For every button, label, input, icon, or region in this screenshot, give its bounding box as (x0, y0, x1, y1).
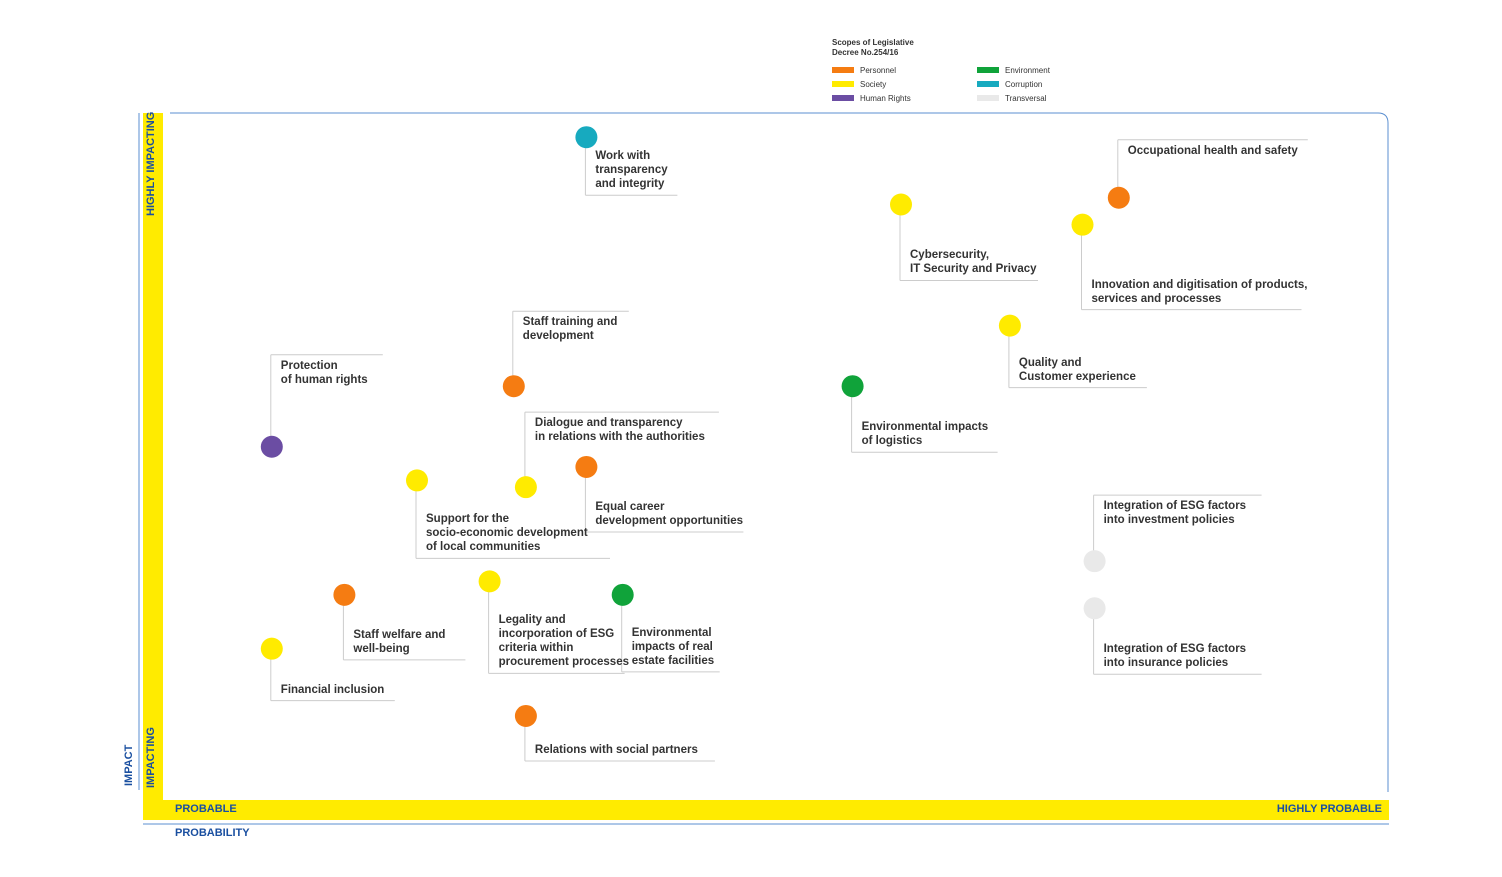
x-axis-high-label: HIGHLY PROBABLE (1276, 803, 1382, 815)
legend-item-environment: Environment (977, 64, 1050, 76)
data-point-label: Equal career development opportunities (595, 500, 743, 527)
legend-item-human_rights: Human Rights (832, 92, 911, 104)
data-point-label: Staff welfare and well-being (353, 628, 446, 655)
data-point-personnel (514, 704, 537, 727)
data-point-label: Integration of ESG factors into insuranc… (1103, 643, 1247, 670)
data-point-environment (841, 375, 864, 398)
legend-title: Scopes of Legislative Decree No.254/16 (832, 38, 914, 57)
data-point-label: Environmental impacts of real estate fac… (631, 626, 715, 667)
legend-label: Human Rights (860, 93, 911, 103)
legend-item-transversal: Transversal (977, 92, 1047, 104)
data-point-personnel (333, 583, 356, 606)
data-point-label: Staff training and development (522, 316, 618, 343)
data-point-label: Environmental impacts of logistics (861, 421, 989, 448)
data-point-personnel (1107, 186, 1130, 209)
data-point-society (1071, 213, 1094, 236)
data-point-society (998, 314, 1021, 337)
legend-label: Personnel (860, 65, 897, 75)
y-axis-band (143, 113, 163, 820)
data-point-label: Quality and Customer experience (1018, 356, 1136, 383)
plot-frame (170, 112, 1389, 792)
legend-item-corruption: Corruption (977, 78, 1042, 90)
x-axis-title: PROBABILITY (175, 827, 250, 839)
data-point-society (514, 476, 537, 499)
data-point-society (406, 469, 428, 492)
data-point-personnel (575, 455, 598, 478)
data-point-society (260, 637, 283, 660)
data-point-label: Financial inclusion (280, 683, 385, 696)
data-point-label: Work with transparency and integrity (595, 150, 668, 191)
data-point-label: Innovation and digitisation of products,… (1091, 278, 1308, 305)
legend-swatch (832, 81, 854, 87)
data-point-personnel (502, 375, 525, 398)
data-point-human_rights (260, 435, 283, 458)
data-point-society (890, 193, 912, 216)
y-axis-low-label: IMPACTING (145, 727, 157, 788)
data-point-corruption (575, 126, 598, 149)
x-axis-band (143, 800, 1389, 820)
y-axis-high-label: HIGHLY IMPACTING (145, 112, 157, 217)
legend-swatch (832, 67, 854, 73)
data-point-label: Relations with social partners (534, 743, 698, 756)
data-point-label: Protection of human rights (280, 359, 368, 386)
legend-swatch (977, 95, 999, 101)
data-point-label: Support for the socio-economic developme… (426, 513, 588, 554)
data-point-label: Integration of ESG factors into investme… (1103, 500, 1247, 527)
legend-label: Transversal (1005, 93, 1047, 103)
legend-item-society: Society (832, 78, 886, 90)
data-point-label: Legality and incorporation of ESG criter… (498, 614, 629, 669)
legend-swatch (977, 81, 999, 87)
legend-label: Corruption (1005, 79, 1043, 89)
legend-label: Society (860, 79, 887, 89)
legend-swatch (977, 67, 999, 73)
legend-swatch (832, 95, 854, 101)
data-point-label: Occupational health and safety (1127, 144, 1298, 157)
y-axis-title: IMPACT (123, 744, 135, 786)
legend-item-personnel: Personnel (832, 64, 896, 76)
data-point-environment (611, 583, 634, 606)
data-point-label: Cybersecurity, IT Security and Privacy (910, 249, 1037, 276)
legend-label: Environment (1005, 65, 1050, 75)
x-axis-low-label: PROBABLE (175, 803, 237, 815)
data-point-label: Dialogue and transparency in relations w… (534, 417, 705, 444)
data-point-society (478, 570, 501, 593)
data-point-transversal (1083, 597, 1106, 620)
data-point-transversal (1083, 550, 1106, 573)
